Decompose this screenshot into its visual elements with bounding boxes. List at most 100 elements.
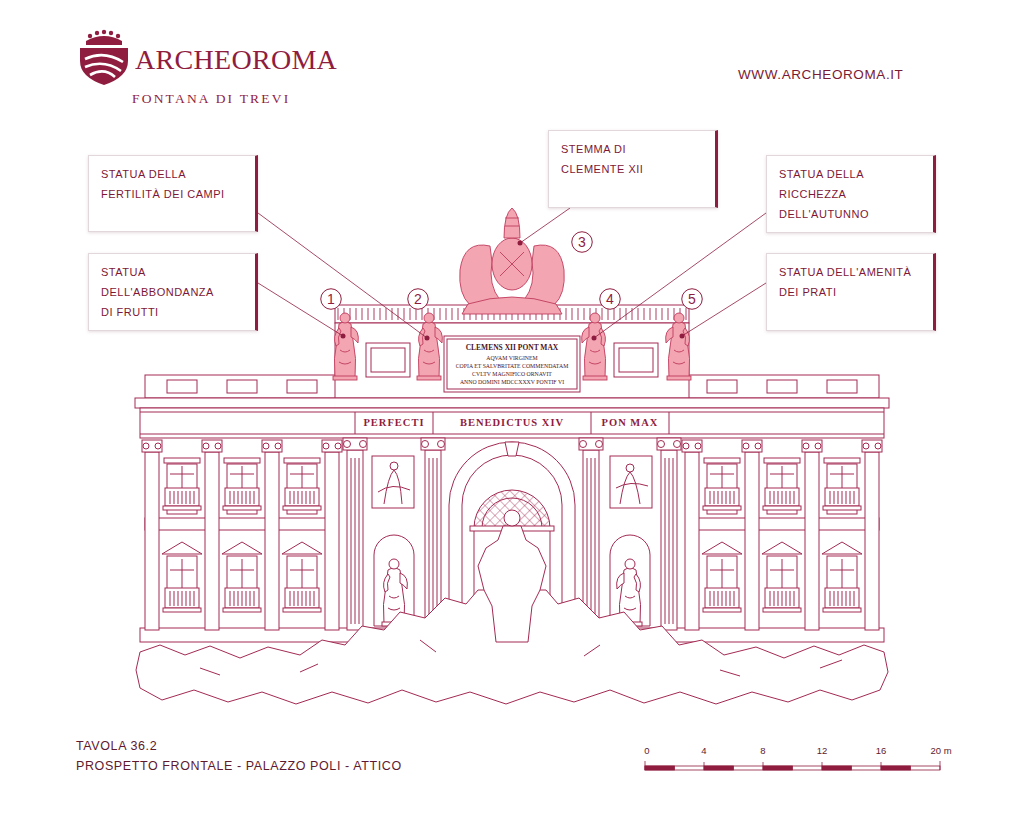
callout-number: 4 xyxy=(606,288,614,310)
scale-bar xyxy=(645,761,940,770)
palazzo-facade xyxy=(687,375,879,398)
coat-of-arms xyxy=(460,208,565,314)
palazzo-facade xyxy=(162,542,202,612)
leader-dot xyxy=(341,334,346,339)
oceanus-figure xyxy=(504,510,520,526)
palazzo-facade xyxy=(378,470,410,504)
palazzo-facade xyxy=(827,380,857,393)
oceanus-figure xyxy=(478,526,546,642)
palazzo-facade xyxy=(687,518,879,530)
plate-number: TAVOLA 36.2 xyxy=(75,739,158,753)
palazzo-facade xyxy=(742,440,762,630)
palazzo-facade xyxy=(366,343,410,377)
palazzo-facade xyxy=(322,440,342,630)
palazzo-facade xyxy=(135,398,889,408)
inscription: AQVAM VIRGINEM xyxy=(485,355,538,362)
callout-number: 3 xyxy=(578,231,586,253)
callout-text: STEMMA DI CLEMENTE XII xyxy=(561,139,676,179)
callout-number: 1 xyxy=(327,288,335,310)
logo-emblem xyxy=(80,30,128,85)
palazzo-facade xyxy=(343,438,367,630)
palazzo-facade xyxy=(145,518,337,530)
coat-of-arms xyxy=(504,208,520,238)
callout-circle-outline xyxy=(572,232,593,253)
scale-bar xyxy=(763,766,793,770)
scale-value: 12 xyxy=(816,746,829,757)
callout-box: STEMMA DI CLEMENTE XII xyxy=(548,130,718,208)
frieze-inscription: BENEDICTUS XIV xyxy=(459,417,565,429)
callout-number: 2 xyxy=(414,288,422,310)
palazzo-facade xyxy=(374,535,414,626)
palazzo-facade xyxy=(447,339,577,389)
callout-circle-outline xyxy=(321,289,342,310)
leader-line xyxy=(594,213,766,338)
leader-dot xyxy=(680,334,685,339)
leader-line xyxy=(258,283,343,336)
palazzo-facade xyxy=(335,323,689,398)
palazzo-facade xyxy=(767,380,797,393)
logo-emblem xyxy=(88,34,92,38)
coat-of-arms xyxy=(462,297,562,314)
attic-statue xyxy=(417,313,442,380)
palazzo-facade xyxy=(142,440,162,630)
frieze-inscription: PON MAX xyxy=(601,417,660,429)
callout-circle: 4 xyxy=(599,288,621,310)
palazzo-facade xyxy=(610,456,652,508)
attic-statue xyxy=(333,313,358,380)
oceanus-figure xyxy=(478,510,546,642)
attic-statue xyxy=(582,313,607,380)
callout-circle-outline xyxy=(600,289,621,310)
palazzo-facade xyxy=(616,472,648,504)
palazzo-facade xyxy=(802,440,822,630)
palazzo-facade xyxy=(707,380,737,393)
palazzo-facade xyxy=(682,440,702,630)
inscription: CLEMENS XII PONT MAX xyxy=(465,344,560,353)
palazzo-facade xyxy=(282,542,322,612)
subtitle: FONTANA DI TREVI xyxy=(131,91,291,107)
inscription: ANNO DOMINI MDCCXXXV PONTIF VI xyxy=(459,379,565,386)
palazzo-facade xyxy=(702,542,742,612)
scale-bar xyxy=(645,766,675,770)
callout-circle-outline xyxy=(682,289,703,310)
scale-value: 4 xyxy=(700,746,707,757)
scale-bar xyxy=(881,766,911,770)
logo-emblem xyxy=(109,31,113,35)
leader-line xyxy=(520,208,570,243)
palazzo-facade xyxy=(626,464,634,472)
callout-text: STATUA DELL'ABBONDANZA DI FRUTTI xyxy=(101,262,221,322)
palazzo-facade xyxy=(505,442,519,456)
palazzo-facade xyxy=(823,458,861,514)
palazzo-facade xyxy=(135,305,889,642)
website-url: WWW.ARCHEOROMA.IT xyxy=(737,67,904,83)
coat-of-arms xyxy=(505,218,519,226)
leader-dot xyxy=(518,241,523,246)
logo-wordmark: ARCHEOROMA xyxy=(134,44,338,76)
scale-bar xyxy=(822,766,852,770)
logo-emblem xyxy=(102,30,106,34)
palazzo-facade xyxy=(227,380,257,393)
palazzo-facade xyxy=(222,542,262,612)
inscription: CVLTV MAGNIFICO ORNAVIT xyxy=(471,371,553,378)
palazzo-facade xyxy=(657,438,681,630)
callout-text: STATUA DELLA RICCHEZZA DELL'AUTUNNO xyxy=(779,164,894,224)
palazzo-facade xyxy=(223,458,261,514)
coat-of-arms xyxy=(500,252,524,276)
palazzo-facade xyxy=(283,458,321,514)
logo-emblem xyxy=(80,48,128,85)
logo-emblem xyxy=(116,34,120,38)
leader-line xyxy=(258,213,427,338)
callout-circle: 3 xyxy=(571,231,593,253)
callout-circle: 2 xyxy=(407,288,429,310)
attic-statue xyxy=(333,313,691,380)
scale-value: 8 xyxy=(759,746,766,757)
leader-line xyxy=(682,283,766,336)
callout-circle: 1 xyxy=(320,288,342,310)
scale-value: 20 m xyxy=(929,746,952,757)
palazzo-facade xyxy=(140,408,884,438)
palazzo-facade xyxy=(444,336,580,392)
callout-box: STATUA DELL'ABBONDANZA DI FRUTTI xyxy=(88,253,258,331)
rock-outline xyxy=(200,640,842,676)
coat-of-arms xyxy=(492,238,532,290)
